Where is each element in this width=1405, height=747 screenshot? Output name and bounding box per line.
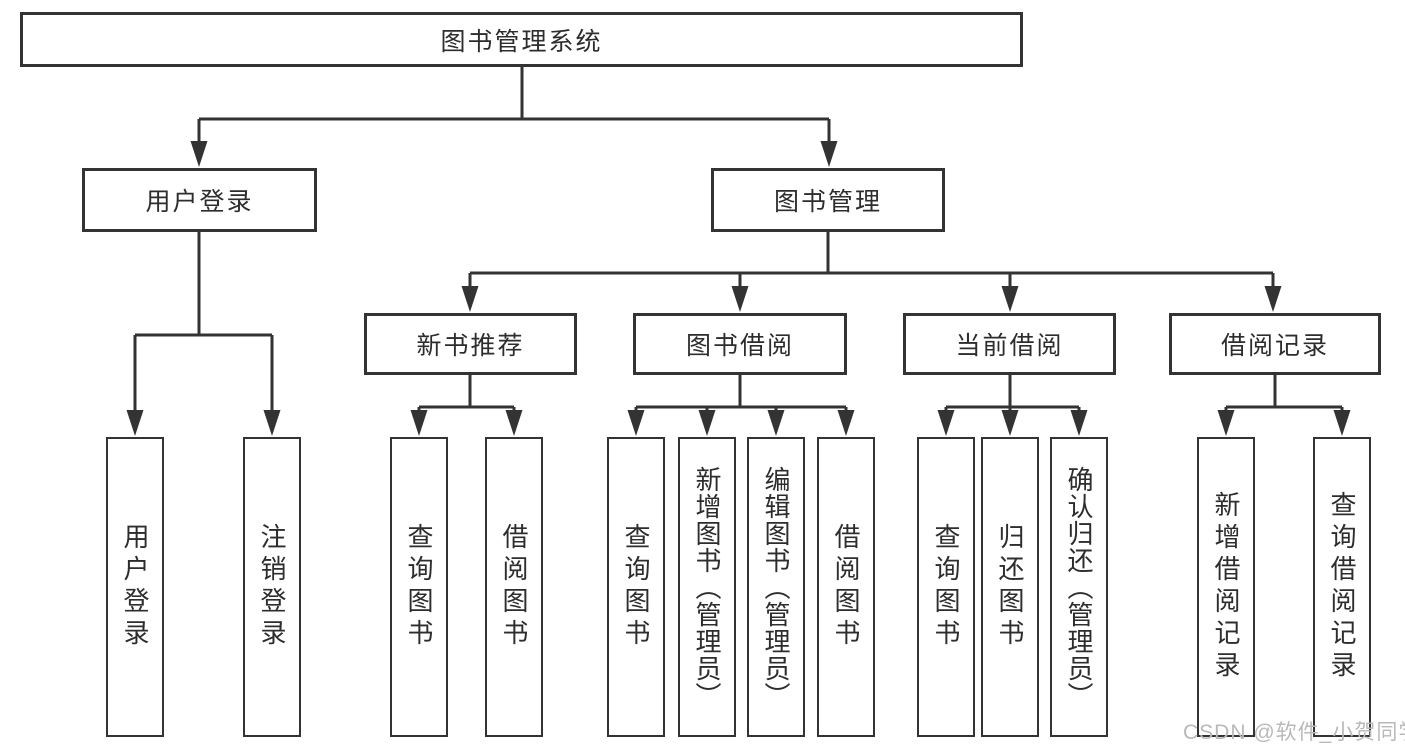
- leaf-current-return-books-label: 归还图书: [995, 523, 1025, 651]
- leaf-current-confirm-return-admin: 确认归还（管理员）: [1050, 437, 1108, 737]
- edges-borrow-records-to-leaves: [1217, 375, 1351, 436]
- arrowhead-icon: [1264, 286, 1282, 312]
- arrowhead-icon: [1333, 410, 1351, 436]
- node-book-borrow: 图书借阅: [633, 313, 847, 375]
- arrowhead-icon: [190, 141, 208, 167]
- node-borrow-records: 借阅记录: [1169, 313, 1381, 375]
- arrowhead-icon: [837, 410, 855, 436]
- leaf-current-query-books: 查询图书: [917, 437, 975, 737]
- node-book-management: 图书管理: [711, 168, 945, 232]
- leaf-borrow-edit-books-admin-label: 编辑图书（管理员）: [761, 465, 791, 709]
- leaf-user-login-label: 用户登录: [120, 523, 150, 651]
- leaf-newbook-query-books: 查询图书: [390, 437, 448, 737]
- node-user-login: 用户登录: [82, 168, 317, 232]
- leaf-records-query-record: 查询借阅记录: [1313, 437, 1371, 737]
- node-new-book-recommend-label: 新书推荐: [416, 332, 525, 360]
- leaf-borrow-add-books-admin: 新增图书（管理员）: [678, 437, 736, 737]
- leaf-records-query-record-label: 查询借阅记录: [1327, 491, 1357, 683]
- node-user-login-label: 用户登录: [145, 188, 254, 216]
- arrowhead-icon: [1001, 410, 1019, 436]
- arrowhead-icon: [461, 286, 479, 312]
- node-root-label: 图书管理系统: [440, 27, 603, 56]
- edges-book-borrow-to-leaves: [627, 375, 855, 436]
- arrowhead-icon: [937, 410, 955, 436]
- node-book-management-label: 图书管理: [773, 188, 882, 216]
- node-current-borrow-label: 当前借阅: [955, 332, 1064, 360]
- leaf-logout-label: 注销登录: [257, 523, 287, 651]
- leaf-borrow-query-books-label: 查询图书: [621, 523, 651, 651]
- arrowhead-icon: [820, 141, 838, 167]
- leaf-records-add-record: 新增借阅记录: [1197, 437, 1255, 737]
- arrowhead-icon: [505, 410, 523, 436]
- leaf-newbook-query-books-label: 查询图书: [404, 523, 434, 651]
- node-book-borrow-label: 图书借阅: [685, 332, 794, 360]
- leaf-newbook-borrow-books-label: 借阅图书: [499, 523, 529, 651]
- arrowhead-icon: [731, 286, 749, 312]
- watermark: CSDN @软件_小贺同学: [1183, 721, 1405, 744]
- leaf-user-login: 用户登录: [106, 437, 164, 737]
- edges-book-management-to-level3: [461, 232, 1282, 312]
- leaf-current-query-books-label: 查询图书: [931, 523, 961, 651]
- node-new-book-recommend: 新书推荐: [364, 313, 577, 375]
- leaf-records-add-record-label: 新增借阅记录: [1211, 491, 1241, 683]
- leaf-newbook-borrow-books: 借阅图书: [485, 437, 543, 737]
- edges-root-to-level2: [190, 67, 838, 167]
- node-borrow-records-label: 借阅记录: [1220, 332, 1329, 360]
- edges-current-borrow-to-leaves: [937, 375, 1088, 436]
- leaf-borrow-query-books: 查询图书: [607, 437, 665, 737]
- leaf-borrow-borrow-books-label: 借阅图书: [831, 523, 861, 651]
- arrowhead-icon: [767, 410, 785, 436]
- leaf-current-confirm-return-admin-label: 确认归还（管理员）: [1064, 465, 1094, 709]
- arrowhead-icon: [263, 410, 281, 436]
- node-current-borrow: 当前借阅: [903, 313, 1116, 375]
- leaf-borrow-borrow-books: 借阅图书: [817, 437, 875, 737]
- edges-new-book-to-leaves: [410, 375, 523, 436]
- arrowhead-icon: [1217, 410, 1235, 436]
- leaf-current-return-books: 归还图书: [981, 437, 1039, 737]
- arrowhead-icon: [1070, 410, 1088, 436]
- edges-user-login-to-leaves: [126, 232, 281, 436]
- node-root: 图书管理系统: [20, 12, 1023, 67]
- leaf-borrow-add-books-admin-label: 新增图书（管理员）: [692, 465, 722, 709]
- arrowhead-icon: [410, 410, 428, 436]
- arrowhead-icon: [698, 410, 716, 436]
- leaf-borrow-edit-books-admin: 编辑图书（管理员）: [747, 437, 805, 737]
- leaf-logout: 注销登录: [243, 437, 301, 737]
- arrowhead-icon: [1001, 286, 1019, 312]
- arrowhead-icon: [627, 410, 645, 436]
- arrowhead-icon: [126, 410, 144, 436]
